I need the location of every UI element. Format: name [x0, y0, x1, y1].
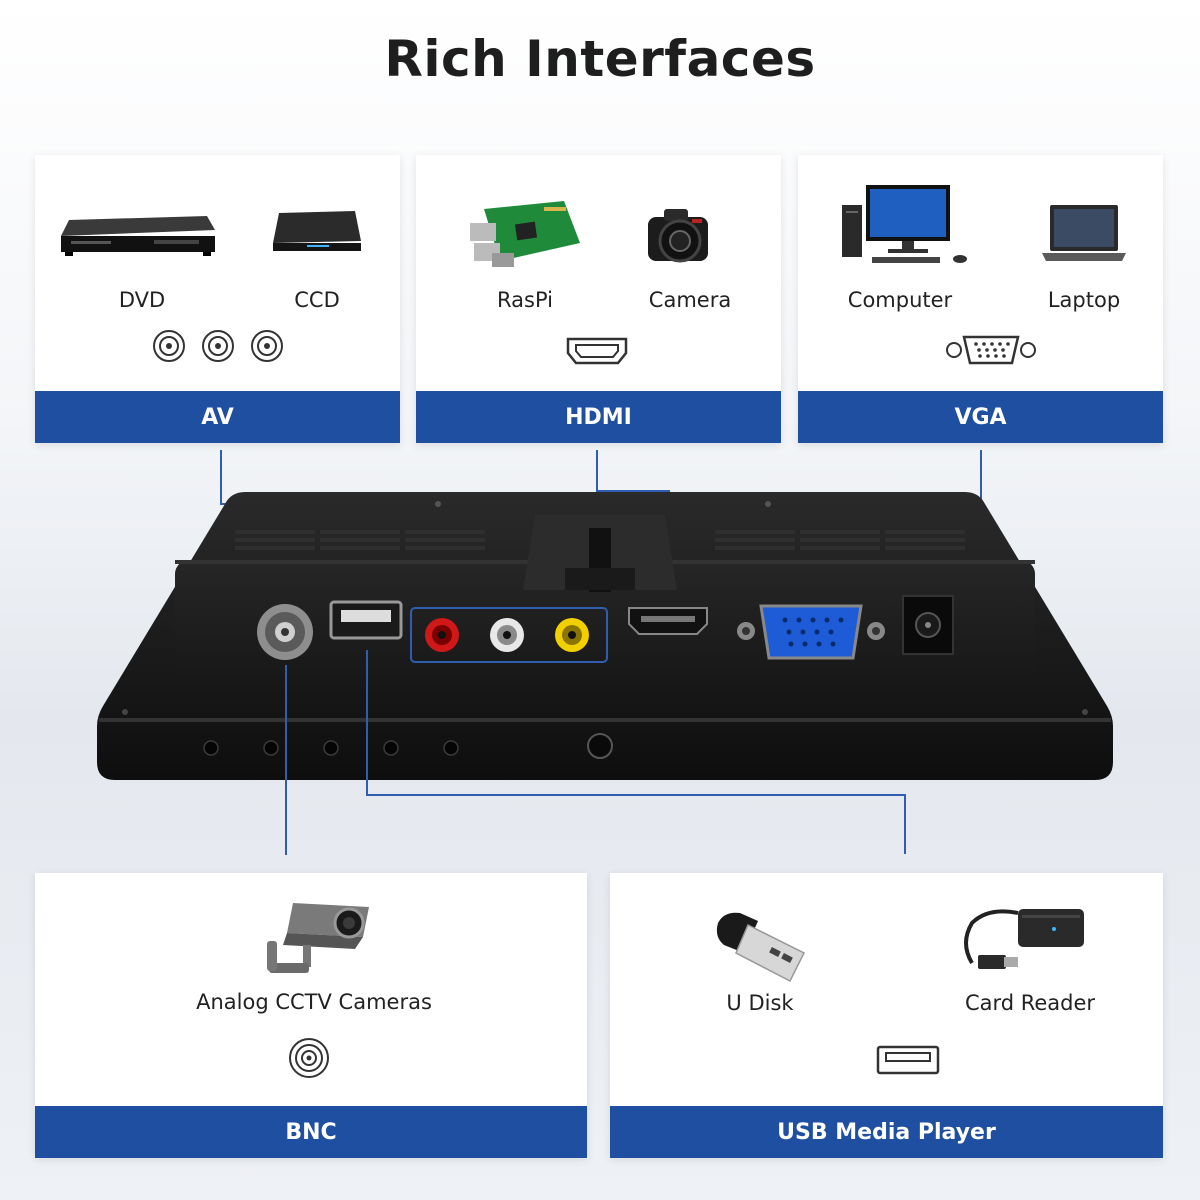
device-label-u-disk: U Disk — [726, 991, 794, 1015]
ccd-box-image — [273, 211, 361, 251]
cctv-camera-image — [267, 903, 369, 973]
camera-image — [648, 209, 708, 263]
connector-line-av — [220, 450, 222, 505]
laptop-image — [1042, 205, 1126, 261]
usb-disk-image — [716, 912, 806, 983]
desktop-computer-image — [842, 185, 967, 263]
connector-line-vga — [980, 450, 982, 508]
connector-line-hdmi — [596, 490, 670, 492]
av-band: AV — [35, 391, 400, 443]
device-label-card-reader: Card Reader — [964, 991, 1096, 1015]
vga-card: Computer Laptop VGA — [798, 155, 1163, 443]
rca-port-icon — [251, 330, 283, 362]
connector-line-usb — [904, 794, 906, 854]
vga-band: VGA — [798, 391, 1163, 443]
monitor-rear-view — [97, 492, 1113, 780]
device-label-laptop: Laptop — [1047, 288, 1121, 312]
usb-card: U Disk Card Reader USB Media Player — [610, 873, 1163, 1158]
vga-port-icon — [946, 335, 1036, 365]
bnc-port-icon — [289, 1038, 329, 1078]
device-label-dvd: DVD — [118, 288, 166, 312]
card-reader-image — [964, 909, 1084, 969]
usb-band: USB Media Player — [610, 1106, 1163, 1158]
page-title: Rich Interfaces — [384, 30, 816, 88]
connector-line-usb — [366, 650, 368, 796]
connector-line-usb — [366, 794, 906, 796]
hdmi-band: HDMI — [416, 391, 781, 443]
usb-port-icon — [876, 1045, 940, 1075]
device-label-ccd: CCD — [294, 288, 340, 312]
hdmi-port-icon — [566, 337, 628, 365]
rca-port-icon — [202, 330, 234, 362]
device-label-raspi: RasPi — [497, 288, 553, 312]
device-label-camera: Camera — [648, 288, 732, 312]
bnc-band: BNC — [35, 1106, 587, 1158]
raspberry-pi-image — [470, 201, 580, 267]
rca-port-icon — [153, 330, 185, 362]
connector-line-bnc — [285, 665, 287, 855]
dvd-player-image — [61, 216, 215, 256]
device-label-computer: Computer — [847, 288, 953, 312]
av-card: DVD CCD AV — [35, 155, 400, 443]
connector-line-hdmi — [596, 450, 598, 492]
device-label-cctv: Analog CCTV Cameras — [196, 990, 432, 1014]
hdmi-card: RasPi Camera HDMI — [416, 155, 781, 443]
bnc-card: Analog CCTV Cameras BNC — [35, 873, 587, 1158]
